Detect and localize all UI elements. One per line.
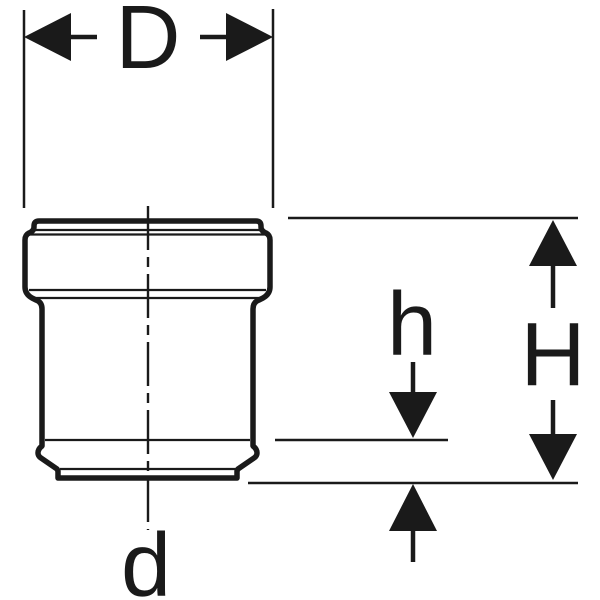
- dim-D-arrow-left-icon: [24, 13, 71, 61]
- dim-h-arrow-down-icon: [389, 392, 437, 438]
- dim-label-H: H: [521, 305, 586, 405]
- dim-D-arrow-right-icon: [226, 13, 273, 61]
- dim-label-h: h: [387, 275, 437, 375]
- dim-H-arrow-up-icon: [529, 220, 577, 266]
- dim-H-arrow-down-icon: [529, 434, 577, 480]
- dim-label-D: D: [116, 0, 181, 88]
- dim-h-arrow-up-icon: [389, 484, 437, 531]
- dim-label-d: d: [121, 516, 171, 600]
